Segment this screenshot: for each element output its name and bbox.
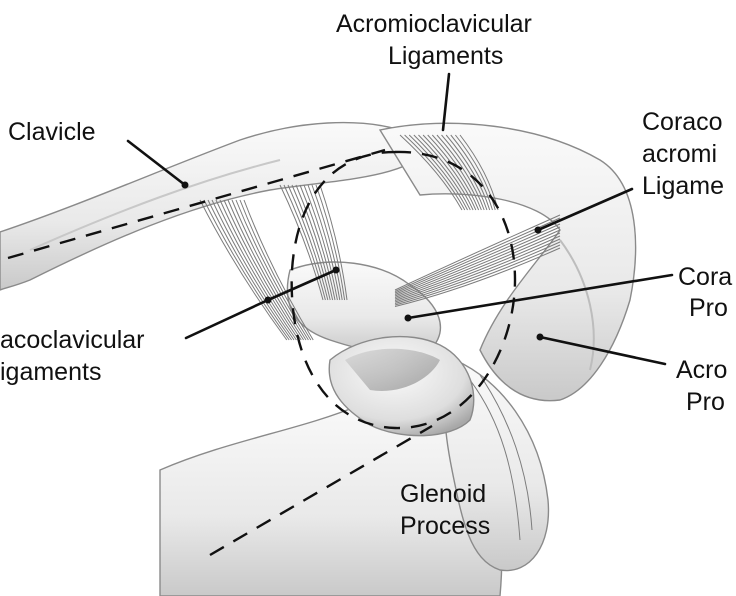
label-coracoacromial-line1: Coraco (642, 108, 723, 136)
leader-coracoacromial (536, 187, 634, 232)
label-coracoid-line1: Cora (678, 263, 732, 291)
clavicle-bone (0, 121, 432, 291)
labels: Acromioclavicular Ligaments Clavicle Cor… (0, 10, 732, 540)
glenoid-dashed-line (209, 424, 433, 557)
leader-coracoclavicular-a (184, 298, 270, 340)
label-acromioclavicular-line2: Ligaments (388, 42, 503, 70)
bone-illustration (0, 121, 637, 596)
leader-coracoid (406, 273, 674, 320)
label-coracoid-line2: Pro (689, 294, 728, 322)
leader-coracoclavicular-b (266, 268, 338, 302)
label-acromion-line1: Acro (676, 356, 727, 384)
leader-acromioclavicular (441, 72, 451, 132)
dashed-guides (7, 148, 517, 557)
label-acromion-line2: Pro (686, 388, 725, 416)
coracoclavicular-fibres-b (279, 184, 348, 301)
label-coracoclavicular-line2: igaments (0, 358, 101, 386)
label-coracoclavicular-line1: acoclavicular (0, 326, 145, 354)
clavicle-dashed-line (7, 148, 386, 260)
leader-acromion (538, 335, 667, 366)
label-glenoid-line1: Glenoid (400, 480, 486, 508)
label-glenoid-line2: Process (400, 512, 490, 540)
label-clavicle: Clavicle (8, 118, 96, 146)
label-acromioclavicular-line1: Acromioclavicular (336, 10, 532, 38)
coracoclavicular-fibres-a (199, 199, 314, 341)
label-coracoacromial-line2: acromi (642, 140, 717, 168)
leader-lines (126, 72, 674, 366)
leader-clavicle (126, 139, 187, 187)
label-coracoacromial-line3: Ligame (642, 172, 724, 200)
joint-dashed-oval (290, 150, 517, 430)
